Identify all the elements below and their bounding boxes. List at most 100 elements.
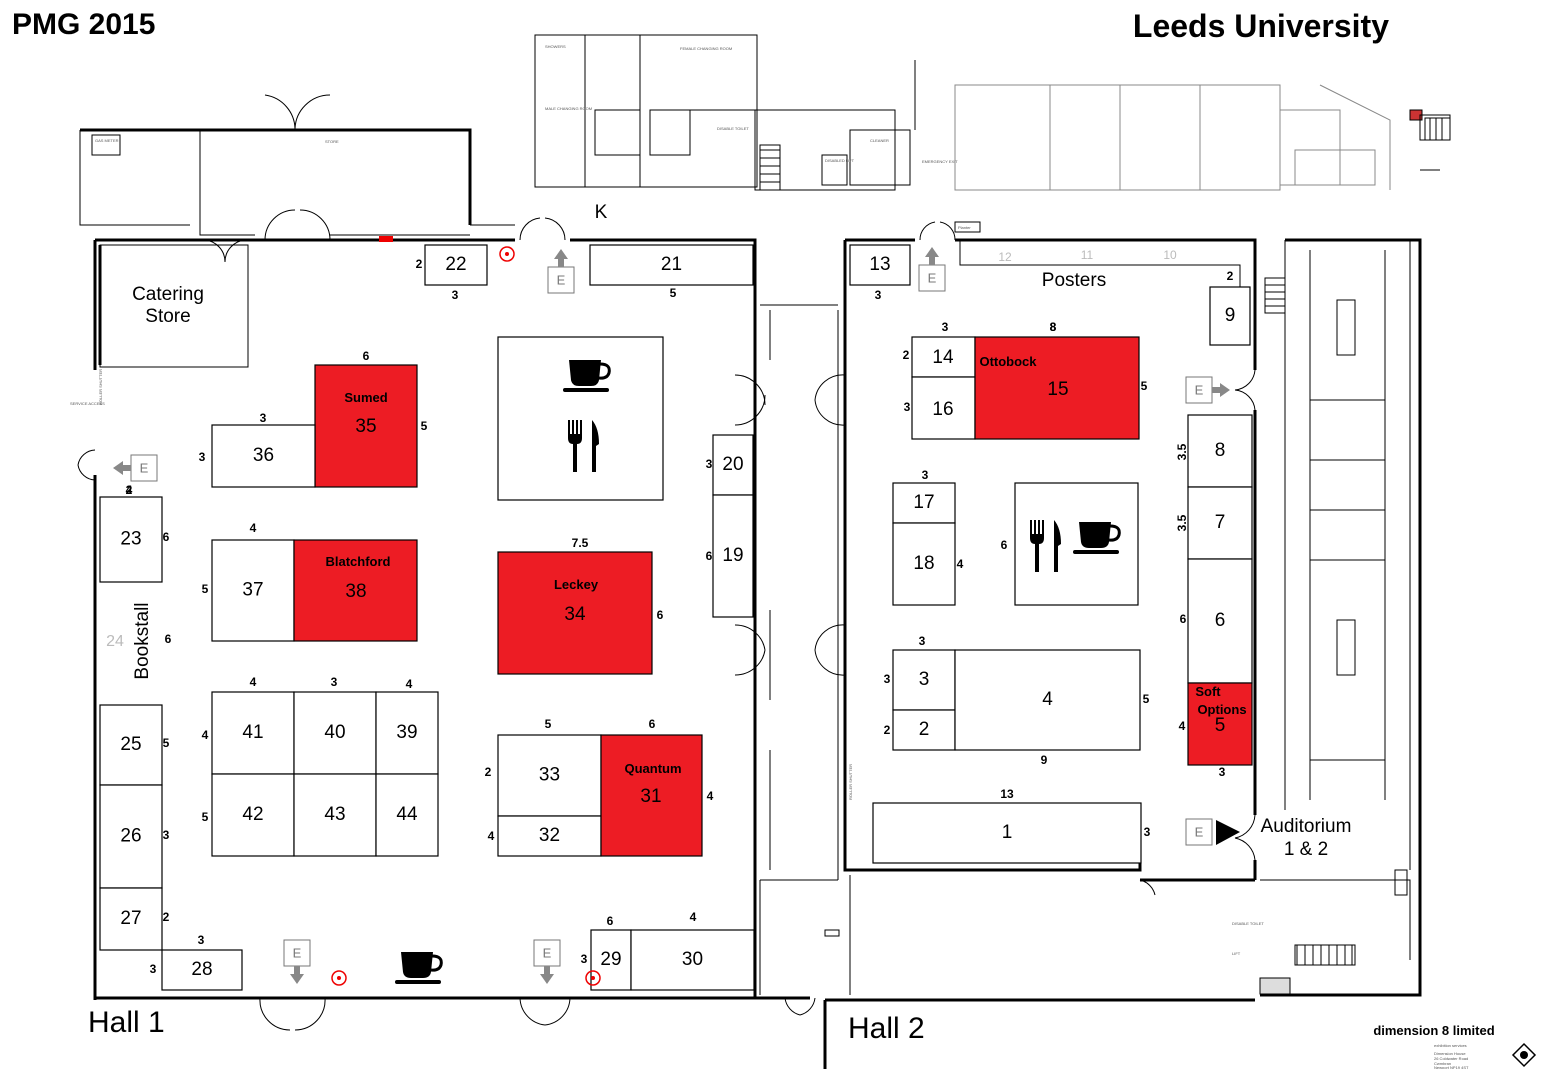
booth-dimension: 3	[1144, 825, 1151, 839]
booth-22[interactable]	[424, 244, 488, 286]
booth-dimension: 6	[706, 549, 713, 563]
booth-32[interactable]	[497, 815, 602, 857]
booth-38[interactable]	[293, 539, 418, 642]
svg-text:DISABLED LIFT: DISABLED LIFT	[825, 158, 855, 163]
booth-number: 39	[396, 722, 417, 743]
svg-text:DISABLE TOILET: DISABLE TOILET	[1232, 921, 1264, 926]
booth-dimension: 3.5	[1175, 443, 1189, 460]
exit-sign: E	[113, 454, 158, 482]
svg-text:E: E	[1195, 824, 1204, 839]
catering-area	[1014, 482, 1139, 606]
booth-dimension: 2	[485, 765, 492, 779]
booth-33[interactable]	[497, 734, 602, 817]
booth-7[interactable]	[1187, 486, 1253, 560]
booth-dimension: 3	[198, 933, 205, 947]
booth-dimension: 3	[706, 457, 713, 471]
booth-dimension: 3	[199, 450, 206, 464]
booth-number: 42	[242, 804, 263, 825]
booth-36[interactable]	[211, 424, 316, 488]
cutlery-icon	[1030, 520, 1061, 572]
booth-15[interactable]	[974, 336, 1140, 440]
svg-text:E: E	[557, 272, 566, 287]
booth-5[interactable]	[1187, 682, 1253, 766]
booth-dimension: 8	[1050, 320, 1057, 334]
booth-2[interactable]	[892, 709, 956, 751]
fire-point-icon	[499, 246, 515, 262]
booth-number: 28	[191, 959, 212, 980]
exit-sign: E	[547, 249, 575, 294]
booth-19[interactable]	[712, 494, 754, 618]
booth-dimension: 2	[884, 723, 891, 737]
booth-26[interactable]	[99, 784, 163, 889]
booth-34[interactable]	[497, 551, 653, 675]
booth-number: 5	[1215, 715, 1226, 736]
booth-3[interactable]	[892, 649, 956, 711]
booth-31[interactable]	[600, 734, 703, 857]
company-logo-icon	[1511, 1042, 1537, 1068]
booth-number: 33	[539, 765, 560, 786]
exhibitor-name: Soft	[1195, 684, 1221, 699]
booth-42[interactable]	[211, 773, 295, 857]
svg-text:E: E	[928, 270, 937, 285]
cutlery-icon	[568, 420, 599, 472]
booth-37[interactable]	[211, 539, 295, 642]
booth-30[interactable]	[630, 929, 755, 991]
booth-8[interactable]	[1187, 414, 1253, 488]
fire-point-icon	[331, 970, 347, 986]
catering-store-label: Store	[145, 306, 190, 327]
booth-17[interactable]	[892, 482, 956, 524]
bookstall-label: Bookstall	[132, 602, 153, 679]
svg-text:SHOWERS: SHOWERS	[545, 44, 566, 49]
unused-booth-number: 12	[998, 250, 1012, 264]
booth-dimension: 2	[126, 483, 133, 497]
booth-number: 43	[324, 804, 345, 825]
hall-1-label: Hall 1	[88, 1006, 165, 1039]
fire-point-icon	[585, 970, 601, 986]
booth-dimension: 5	[202, 582, 209, 596]
svg-text:LIFT: LIFT	[1232, 951, 1241, 956]
booth-43[interactable]	[293, 773, 377, 857]
booth-dimension: 4	[488, 829, 495, 843]
booth-dimension: 5	[202, 810, 209, 824]
booth-23[interactable]	[99, 496, 163, 583]
booth-18[interactable]	[892, 522, 956, 606]
booth-number: 22	[445, 254, 466, 275]
booth-dimension: 3	[919, 634, 926, 648]
svg-text:FEMALE CHANGING ROOM: FEMALE CHANGING ROOM	[680, 46, 732, 51]
booth-44[interactable]	[375, 773, 439, 857]
svg-text:ROLLER SHUTTER: ROLLER SHUTTER	[98, 369, 103, 405]
booth-29[interactable]	[590, 929, 632, 991]
exhibitor-name: Options	[1197, 702, 1246, 717]
building-walls	[79, 34, 1451, 1069]
booth-number: 32	[539, 825, 560, 846]
fire-equipment-icon	[379, 236, 393, 242]
svg-text:E: E	[1195, 382, 1204, 397]
booth-40[interactable]	[293, 691, 377, 775]
company-name: dimension 8 limited	[1373, 1023, 1494, 1038]
booth-number: 1	[1002, 822, 1013, 843]
company-tagline: exhibition services	[1434, 1043, 1467, 1048]
booth-number: 19	[722, 545, 743, 566]
booth-number: 40	[324, 722, 345, 743]
booth-9[interactable]	[1209, 286, 1251, 346]
booth-41[interactable]	[211, 691, 295, 775]
booth-21[interactable]	[589, 244, 754, 286]
booth-dimension: 3	[1219, 765, 1226, 779]
kitchen-mark: K	[595, 202, 608, 223]
booth-dimension: 3	[452, 288, 459, 302]
booth-1[interactable]	[872, 802, 1142, 864]
booth-dimension: 5	[163, 736, 170, 750]
coffee-cup-icon	[563, 360, 611, 392]
posters-label: Posters	[1042, 270, 1106, 291]
doorways	[77, 94, 1256, 1031]
booth-14[interactable]	[911, 336, 976, 378]
booth-27[interactable]	[99, 887, 163, 951]
booth-dimension: 6	[607, 914, 614, 928]
booth-25[interactable]	[99, 704, 163, 786]
booth-28[interactable]	[161, 949, 243, 991]
booth-39[interactable]	[375, 691, 439, 775]
booth-13[interactable]	[849, 244, 911, 286]
booth-4[interactable]	[954, 649, 1141, 751]
exhibitor-name: Sumed	[344, 390, 387, 405]
